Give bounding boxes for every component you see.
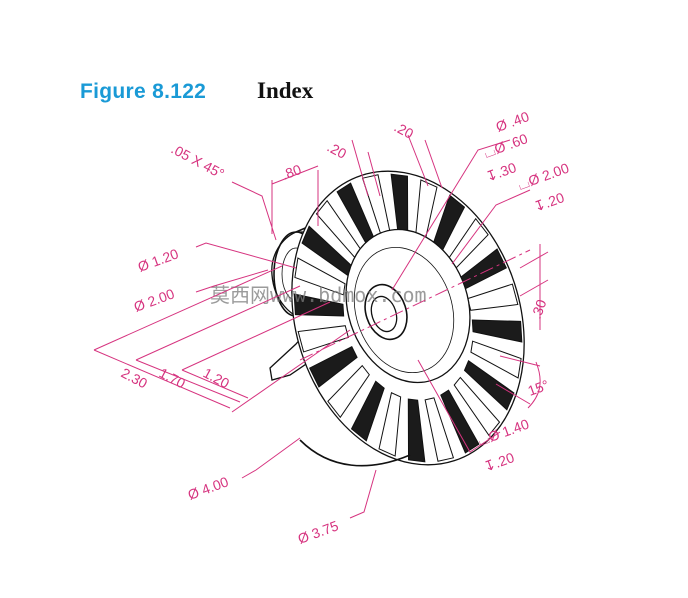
gear-tooth [350, 380, 385, 442]
gear-tooth [297, 325, 349, 353]
dim-hub-inner: Ø 1.20 [136, 245, 181, 274]
gear-tooth [294, 257, 346, 296]
dim-tooth-depth: .30 [528, 297, 550, 321]
figure-number: Figure 8.122 [80, 80, 207, 103]
dim-hole: Ø .40 [494, 108, 532, 135]
gear-tooth [463, 360, 515, 411]
dim-root-dia: Ø 3.75 [296, 517, 341, 546]
watermark-text: 莫西网www.bdmox.com [210, 283, 427, 307]
gear-tooth [293, 293, 345, 317]
dimension-lines [93, 134, 549, 519]
dim-cbore2-dia: ⌴Ø 2.00 [516, 160, 572, 193]
gear-tooth [424, 397, 455, 462]
gear-teeth [293, 173, 523, 463]
dim-cbore1-dia: ⌴Ø .60 [482, 130, 530, 161]
dim-cbore3-depth: ↧.20 [482, 449, 517, 475]
dim-len-230: 2.30 [119, 365, 151, 392]
gear-body [269, 170, 525, 467]
figure-title: Index [257, 78, 314, 103]
gear-tooth [453, 376, 501, 437]
gear-tooth [470, 340, 522, 379]
dim-len-170: 1.70 [157, 365, 189, 392]
gear-tooth [327, 364, 370, 419]
dim-cbore2-depth: ↧.20 [532, 189, 567, 215]
gear-tooth [440, 389, 480, 454]
gear-tooth [471, 319, 523, 343]
dim-hub-outer: Ø 2.00 [132, 285, 177, 314]
gear-tooth [378, 392, 402, 457]
dim-cbore1-depth: ↧.30 [484, 159, 519, 185]
dim-tooth-width-b: .20 [392, 119, 417, 142]
dim-angle: 15° [526, 377, 551, 399]
dim-tooth-width-a: .20 [325, 139, 350, 162]
gear-tooth [309, 345, 358, 388]
dim-outer-dia: Ø 4.00 [186, 473, 231, 502]
dim-chamfer: .05 X 45° [169, 141, 228, 182]
dim-hub-length: .80 [280, 161, 304, 183]
gear-tooth [407, 398, 426, 463]
